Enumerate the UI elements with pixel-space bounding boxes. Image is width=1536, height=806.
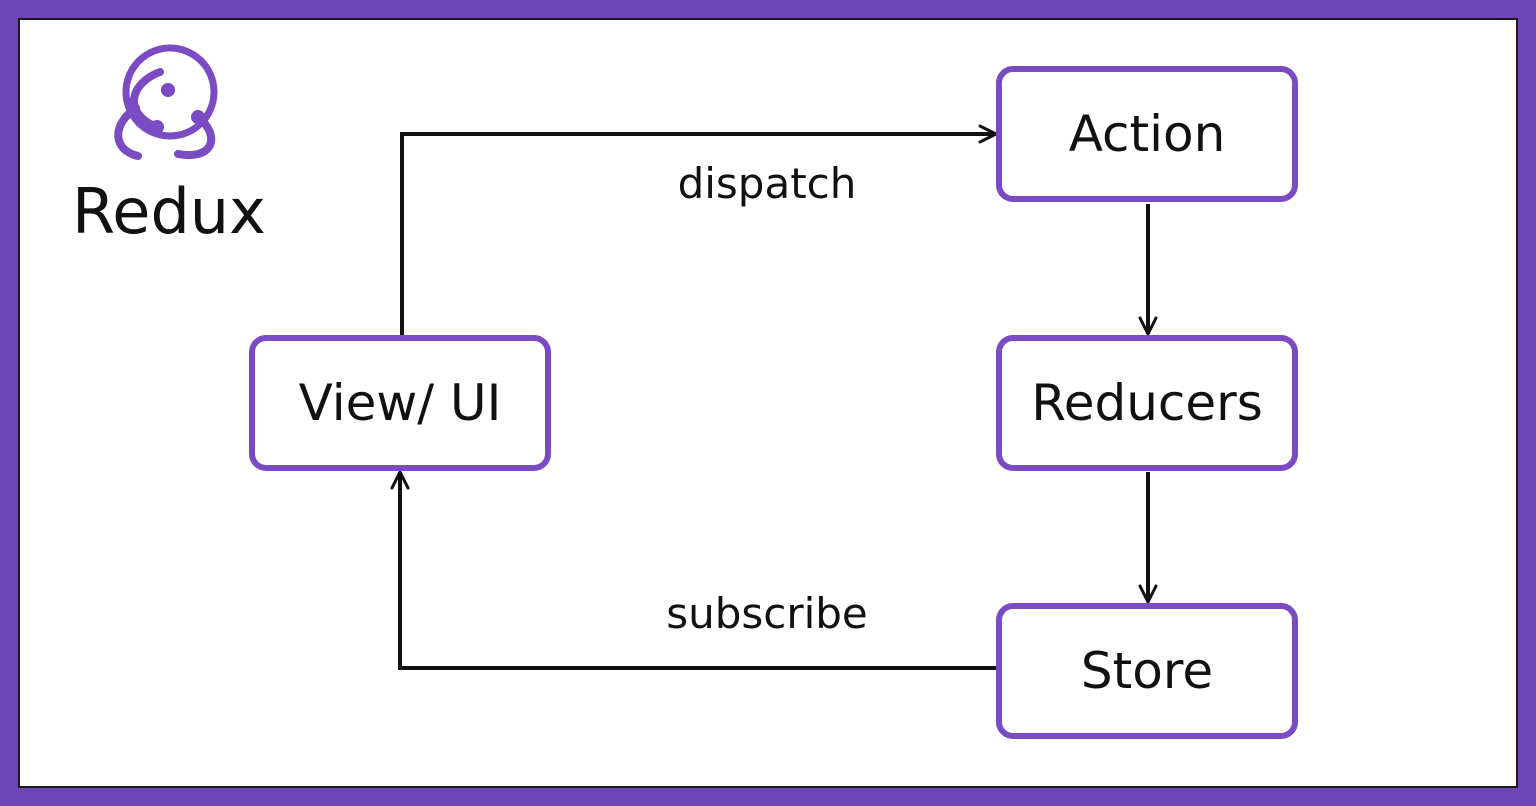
- logo-dot-top: [161, 83, 175, 97]
- logo-dot-left: [150, 120, 164, 134]
- logo-dot-right: [191, 110, 205, 124]
- node-store: Store: [996, 603, 1298, 739]
- subscribe-arrow: [390, 470, 998, 670]
- node-view-ui: View/ UI: [249, 335, 551, 471]
- node-store-label: Store: [1081, 642, 1213, 700]
- brand-name: Redux: [72, 175, 266, 248]
- node-reducers: Reducers: [996, 335, 1298, 471]
- redux-logo-icon: [114, 44, 218, 160]
- dispatch-arrow: [400, 124, 998, 335]
- node-reducers-label: Reducers: [1031, 374, 1263, 432]
- node-action-label: Action: [1069, 105, 1226, 163]
- dispatch-label: dispatch: [678, 159, 857, 208]
- subscribe-label: subscribe: [666, 589, 868, 638]
- node-action: Action: [996, 66, 1298, 202]
- node-view-ui-label: View/ UI: [299, 374, 502, 432]
